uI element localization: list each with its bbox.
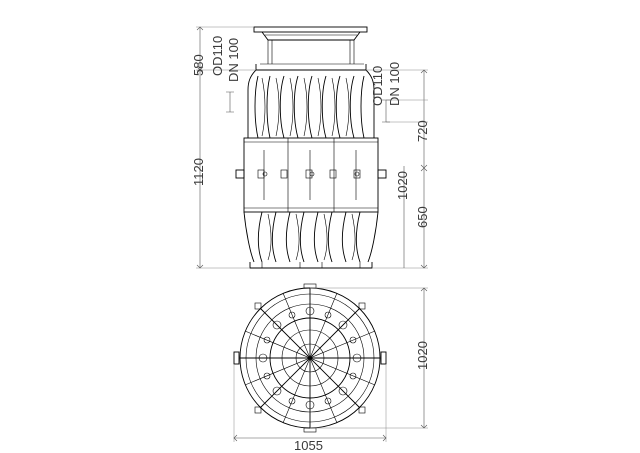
dim-body-height: 1120 [191, 158, 206, 186]
top-view-dimensions [233, 287, 428, 442]
dim-lower-level: 650 [415, 206, 430, 228]
dim-top-depth: 1020 [415, 341, 430, 370]
dim-outlet-dn: DN 100 [387, 62, 402, 106]
side-view: 580 OD110 DN 100 1120 OD110 DN 100 720 1… [191, 26, 430, 269]
ring-holes [258, 306, 362, 410]
radial-ribs [240, 288, 380, 428]
dim-lid-height: 580 [191, 54, 206, 76]
lower-ribs [243, 211, 379, 269]
tank-shoulder [247, 69, 375, 138]
right-dimension-line [366, 69, 428, 269]
middle-band [235, 137, 387, 213]
dim-top-width: 1055 [294, 438, 323, 453]
left-dimension-line [196, 26, 256, 269]
dim-outlet-height: 1020 [395, 171, 410, 200]
lid [253, 26, 368, 71]
top-view: 1020 1055 [233, 283, 430, 453]
upper-ribs [254, 75, 365, 139]
dim-outlet-od: OD110 [370, 66, 385, 106]
dim-inlet-dn: DN 100 [226, 38, 241, 82]
dim-inlet-level-drop: 720 [415, 120, 430, 142]
dim-inlet-od: OD110 [210, 36, 225, 76]
